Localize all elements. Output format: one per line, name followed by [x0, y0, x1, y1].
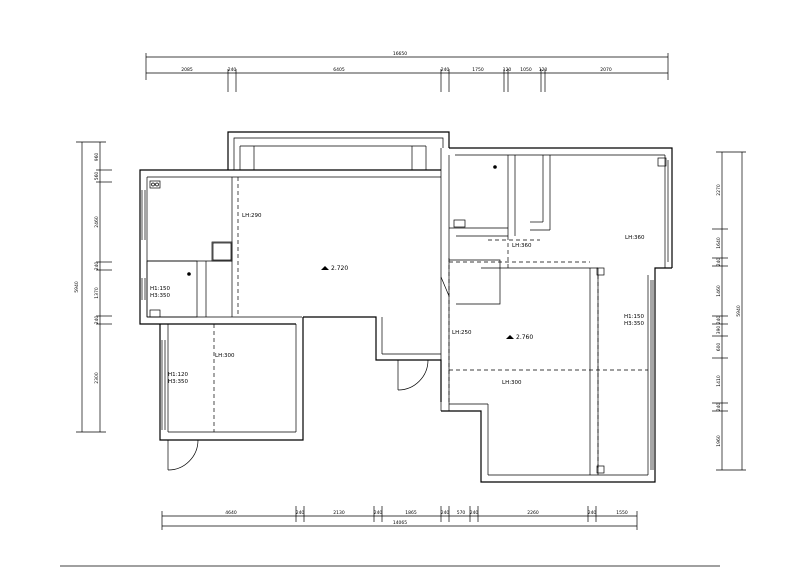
hidden-lines: [213, 177, 648, 470]
bottom-dim-seg: 2260: [527, 510, 539, 516]
ceiling-height-label: LH:300: [215, 353, 235, 359]
outlet-icon: [453, 219, 466, 228]
marker-dot-icon: [187, 272, 191, 276]
ceiling-height-label: LH:290: [242, 213, 262, 219]
left-dimension: 5940 960 560 2460 240 1370 240 2300: [74, 141, 112, 433]
window-height-label: H3:350: [150, 293, 170, 299]
bottom-dim-seg: 240: [441, 510, 450, 516]
level-marker-icon: [506, 335, 514, 339]
top-dim-seg: 2070: [600, 67, 612, 73]
left-dim-seg: 240: [94, 316, 100, 325]
window-height-label: H1:150: [150, 286, 170, 292]
top-dim-seg: 1050: [520, 67, 532, 73]
bottom-dim-seg: 2130: [333, 510, 345, 516]
top-dim-seg: 120: [539, 67, 548, 73]
right-dim-seg: 240: [716, 316, 722, 325]
window-height-label: H3:350: [624, 321, 644, 327]
top-dim-seg: 120: [503, 67, 512, 73]
window-height-label: H1:120: [168, 372, 188, 378]
bottom-dim-seg: 240: [470, 510, 479, 516]
level-label: 2.760: [516, 334, 533, 341]
outlet-icon: [149, 309, 161, 318]
marker-dot-icon: [493, 165, 497, 169]
top-dim-seg: 6405: [333, 67, 345, 73]
bottom-dim-seg: 240: [588, 510, 597, 516]
outlet-icon: [596, 465, 605, 474]
right-dim-seg: 600: [716, 343, 722, 352]
top-dim-seg: 240: [441, 67, 450, 73]
ceiling-height-label: LH:360: [625, 235, 645, 241]
outlet-icon: [596, 267, 605, 276]
top-dim-seg: 2085: [181, 67, 193, 73]
bottom-dim-seg: 240: [296, 510, 305, 516]
right-dim-seg: 2270: [716, 184, 722, 196]
outlet-icon: [149, 180, 161, 189]
room-labels: LH:290 LH:360 LH:360 LH:250 LH:300 LH:30…: [150, 213, 645, 386]
bottom-dimension: 4640 240 2130 240 1865 240 570 240 2260 …: [161, 506, 638, 530]
level-label: 2.720: [331, 265, 348, 272]
right-dim-seg: 390: [716, 326, 722, 335]
top-dim-seg: 240: [228, 67, 237, 73]
bottom-total-dim: 14065: [393, 520, 407, 526]
top-dim-seg: 1750: [472, 67, 484, 73]
right-dim-seg: 1460: [716, 285, 722, 297]
doors: [167, 276, 450, 471]
fixtures: [149, 157, 667, 474]
bottom-dim-seg: 1865: [405, 510, 417, 516]
ceiling-height-label: LH:250: [452, 330, 472, 336]
right-dim-seg: 1640: [716, 237, 722, 249]
right-dim-seg: 240: [716, 403, 722, 412]
window-height-label: H3:350: [168, 379, 188, 385]
right-dim-seg: 1960: [716, 435, 722, 447]
left-dim-seg: 2300: [94, 372, 100, 384]
right-dimension: 5940 2270 1640 240 1460 240 390 600 1410…: [712, 151, 746, 471]
left-total-dim: 5940: [74, 281, 80, 293]
bottom-dim-seg: 240: [374, 510, 383, 516]
left-dim-seg: 1370: [94, 287, 100, 299]
right-total-dim: 5940: [736, 305, 742, 317]
top-dimension: 16650 2085 240 6405 240 1750 120 1050 12…: [145, 51, 669, 92]
walls: [139, 131, 673, 483]
left-dim-seg: 960: [94, 153, 100, 162]
window-height-label: H1:150: [624, 314, 644, 320]
ceiling-height-label: LH:360: [512, 243, 532, 249]
right-dim-seg: 1410: [716, 375, 722, 387]
left-dim-seg: 2460: [94, 216, 100, 228]
left-dim-seg: 240: [94, 262, 100, 271]
left-dim-seg: 560: [94, 172, 100, 181]
windows: [141, 160, 669, 470]
bottom-dim-seg: 4640: [225, 510, 237, 516]
top-total-dim: 16650: [393, 51, 407, 57]
ceiling-height-label: LH:300: [502, 380, 522, 386]
level-marker-icon: [321, 266, 329, 270]
outlet-icon: [657, 157, 667, 167]
bottom-dim-seg: 1550: [616, 510, 628, 516]
right-dim-seg: 240: [716, 258, 722, 267]
bottom-dim-seg: 570: [457, 510, 466, 516]
